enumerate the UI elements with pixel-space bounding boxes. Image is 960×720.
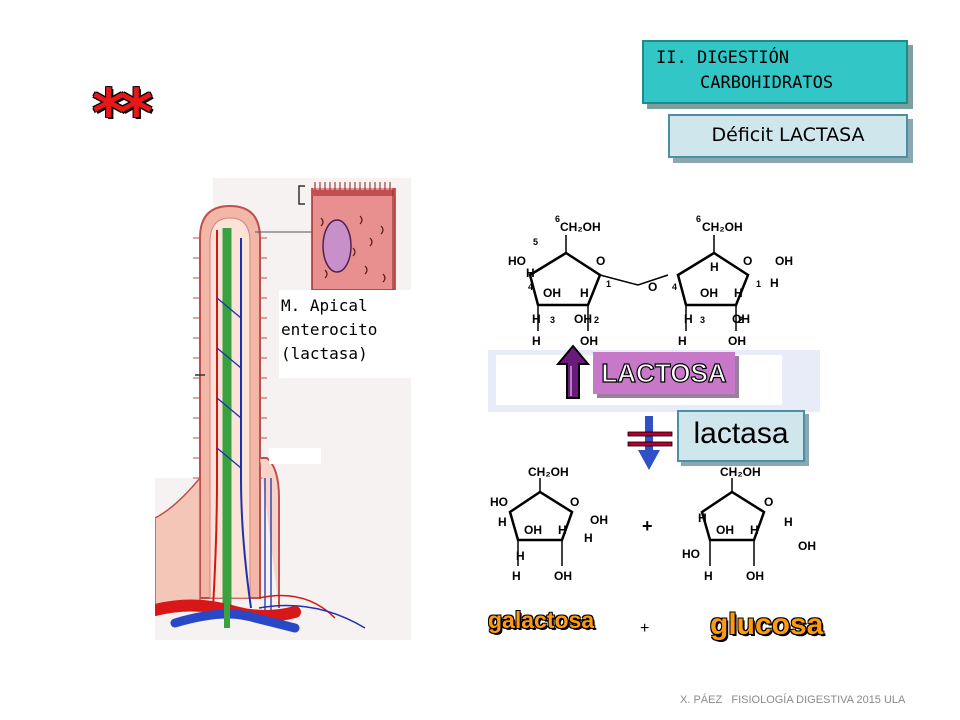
galactose-oh-1: OH [590, 513, 608, 527]
lactose-c2-2: 2 [738, 315, 743, 325]
lactose-h-2c: H [770, 276, 779, 290]
galactosa-label: galactosa [488, 607, 595, 633]
enterocyte-label-line3: (lactasa) [281, 344, 368, 363]
lactosa-label: LACTOSA [601, 357, 727, 388]
glucose-oh-3: OH [746, 569, 764, 583]
villus-illustration [155, 178, 411, 640]
lactose-c3-1: 3 [550, 315, 555, 325]
glucosa-label: glucosa [710, 608, 824, 641]
section-title-box: II. DIGESTIÓN CARBOHIDRATOS [642, 40, 908, 104]
lactose-h-1b: H [580, 286, 589, 300]
inhibition-bars [627, 431, 673, 447]
glucose-h-3: H [698, 511, 707, 525]
galactose-h-4: H [584, 531, 593, 545]
lactose-h-1d: H [532, 334, 541, 348]
lactose-ho-1: HO [508, 254, 526, 268]
glucose-h-2: H [704, 569, 713, 583]
lactasa-label: lactasa [693, 417, 789, 450]
subtitle-text: Déficit LACTASA [711, 124, 865, 146]
glucose-oh-1: OH [798, 539, 816, 553]
lactosa-label-box: LACTOSA [593, 352, 735, 394]
stars-mark: ** [92, 77, 153, 151]
enterocyte-label: M. Apical enterocito (lactasa) [281, 294, 377, 366]
lactose-c6-2: 6 [696, 214, 701, 224]
lactose-h-2d: H [678, 334, 687, 348]
footer-credit: X. PÁEZ FISIOLOGÍA DIGESTIVA 2015 ULA [680, 694, 906, 706]
enterocyte-label-line1: M. Apical [281, 296, 368, 315]
lactose-h-1c: H [532, 312, 541, 326]
lactose-h-2e: H [710, 260, 719, 274]
glucose-h-1: H [750, 523, 759, 537]
up-arrow [556, 344, 590, 399]
section-title-line2: CARBOHIDRATOS [700, 73, 834, 93]
lactose-c1-1: 1 [606, 279, 611, 289]
galactose-h-5: H [516, 549, 525, 563]
glucose-oh-2: OH [716, 523, 734, 537]
lactose-h-1a: H [526, 266, 535, 280]
products-structure: CH₂OH O HO OH OH H H OH H H H + CH₂OH O … [490, 465, 816, 583]
glucose-ho: HO [682, 547, 700, 561]
lactose-h-2a: H [734, 286, 743, 300]
lactose-c5-1: 5 [533, 237, 538, 247]
lactasa-label-box: lactasa [677, 410, 805, 462]
lactose-oh-1b: OH [574, 312, 592, 326]
lactose-oh-1a: OH [543, 286, 561, 300]
lactose-ch2oh-2: CH₂OH [702, 220, 743, 234]
glucose-o-ring: O [764, 495, 773, 509]
lactose-o-ring2: O [743, 254, 752, 268]
lactose-c4-1: 4 [528, 282, 533, 292]
galactose-ho: HO [490, 495, 508, 509]
lactose-oh-1c: OH [580, 334, 598, 348]
lactose-oh-2d: OH [728, 334, 746, 348]
section-title-line1: II. DIGESTIÓN [656, 48, 790, 68]
lactose-c1-2: 1 [756, 279, 761, 289]
lactose-c3-2: 3 [700, 315, 705, 325]
subtitle-box: Déficit LACTASA [668, 114, 908, 158]
galactose-o-ring: O [570, 495, 579, 509]
galactose-h-1: H [558, 523, 567, 537]
lactose-oh-2a: OH [775, 254, 793, 268]
enterocyte-label-line2: enterocito [281, 320, 378, 339]
lactose-ch2oh-1: CH₂OH [560, 220, 601, 234]
lactose-c4-2: 4 [672, 282, 677, 292]
lactose-h-2b: H [684, 312, 693, 326]
glucose-h-4: H [784, 515, 793, 529]
galactose-oh-3: OH [554, 569, 572, 583]
galactose-h-3: H [498, 515, 507, 529]
galactose-h-2: H [512, 569, 521, 583]
lactose-c6-1: 6 [555, 214, 560, 224]
glucose-ch2oh: CH₂OH [720, 465, 761, 479]
galactose-oh-2: OH [524, 523, 542, 537]
lactose-oh-2b: OH [700, 286, 718, 300]
lactose-o-bridge: O [648, 280, 657, 294]
galactose-ch2oh: CH₂OH [528, 465, 569, 479]
plus-between-products: + [640, 620, 650, 637]
lactose-o-ring1: O [596, 254, 605, 268]
products-plus-sign: + [642, 516, 653, 536]
lactose-c2-1: 2 [594, 315, 599, 325]
